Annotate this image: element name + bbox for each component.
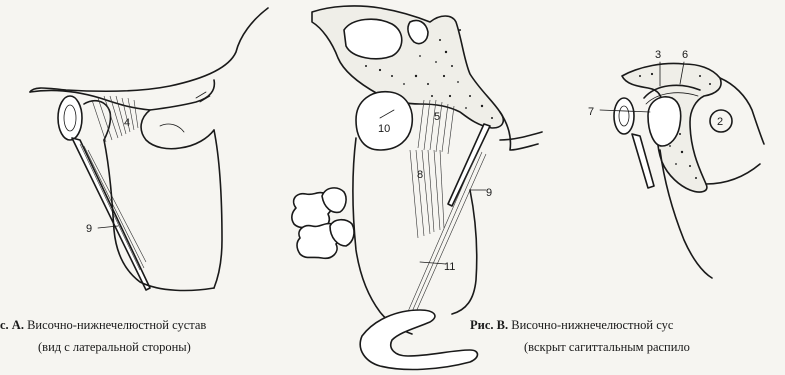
zygomatic-arch xyxy=(30,80,214,110)
label-2: 2 xyxy=(717,116,723,128)
label-3: 3 xyxy=(655,49,661,61)
skull-base-outline xyxy=(30,8,268,92)
caption-b-subtitle: (вскрыт сагиттальным распило xyxy=(524,339,690,356)
caption-a-prefix: с. А. xyxy=(0,318,24,332)
label-8: 8 xyxy=(417,169,423,181)
sphenomandibular-ligament xyxy=(410,150,444,238)
label-7: 7 xyxy=(588,106,594,118)
external-acoustic-meatus xyxy=(58,96,82,140)
teeth xyxy=(292,188,354,258)
label-9-b: 9 xyxy=(486,187,492,199)
label-11: 11 xyxy=(444,261,455,273)
label-5: 5 xyxy=(434,111,440,123)
label-6: 6 xyxy=(682,49,688,61)
label-4: 4 xyxy=(124,117,130,129)
panel-b-drawing xyxy=(292,6,542,370)
condylar-process xyxy=(84,101,111,140)
caption-a-subtitle: (вид с латеральной стороны) xyxy=(38,339,191,356)
panel-c-drawing xyxy=(600,62,764,278)
mandible-body xyxy=(353,138,412,334)
ligament-11 xyxy=(400,150,486,330)
caption-a-title: Височно-нижнечелюстной сустав xyxy=(27,318,206,332)
caption-b-prefix: Рис. В. xyxy=(470,318,508,332)
label-10: 10 xyxy=(378,123,390,135)
articular-tubercle xyxy=(141,110,214,149)
caption-a: с. А. Височно-нижнечелюстной сустав xyxy=(0,317,206,334)
ear-canal xyxy=(614,98,634,134)
caption-b: Рис. В. Височно-нижнечелюстной сус xyxy=(470,317,673,334)
hyoid-fragment xyxy=(360,310,477,369)
caption-b-title: Височно-нижнечелюстной сус xyxy=(511,318,673,332)
styloid-process xyxy=(72,138,150,290)
label-9-a: 9 xyxy=(86,223,92,235)
styloid-process-b xyxy=(448,124,490,206)
mandibular-ramus xyxy=(104,140,214,290)
panel-a-drawing xyxy=(30,8,268,290)
mandibular-condyle xyxy=(356,92,412,150)
